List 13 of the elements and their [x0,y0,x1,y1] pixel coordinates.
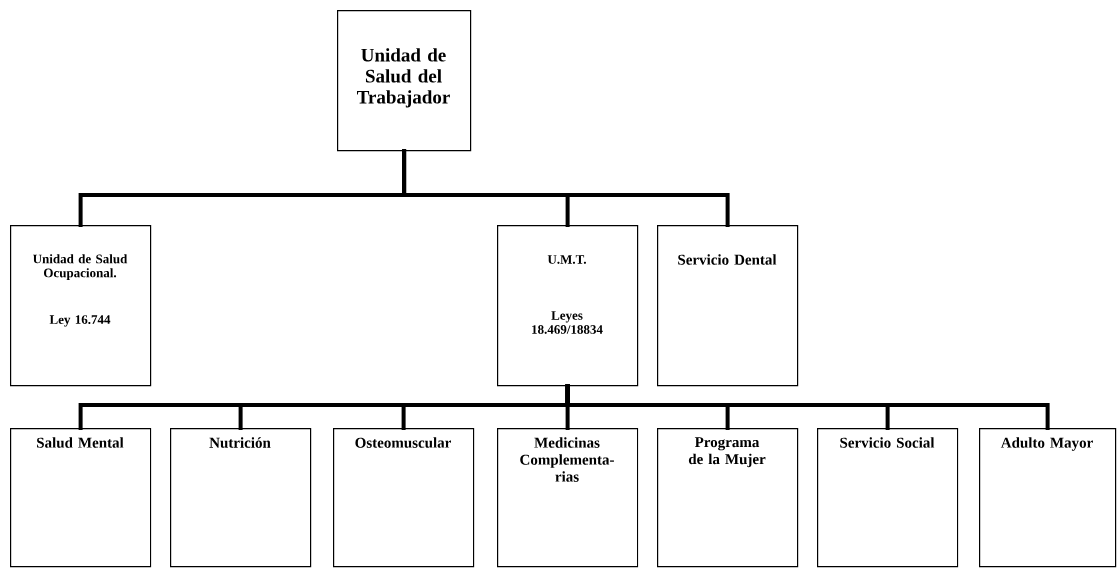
org-box: Adulto Mayor [979,428,1117,568]
org-box: Salud Mental [10,428,152,568]
connector-line [402,149,730,227]
org-box: Unidad de Salud del Trabajador [337,10,472,152]
org-box: Osteomuscular [333,428,475,568]
org-box: Servicio Dental [657,225,799,387]
org-box: Nutrición [170,428,312,568]
org-box: Medicinas Complementa-rias [497,428,639,568]
org-box: U.M.T. Leyes 18.469/18834 [497,225,639,387]
org-box: Unidad de Salud Ocupacional. Ley 16.744 [10,225,152,387]
connector-line [565,384,1050,430]
org-box: Servicio Social [817,428,959,568]
org-box: Programa de la Mujer [657,428,799,568]
